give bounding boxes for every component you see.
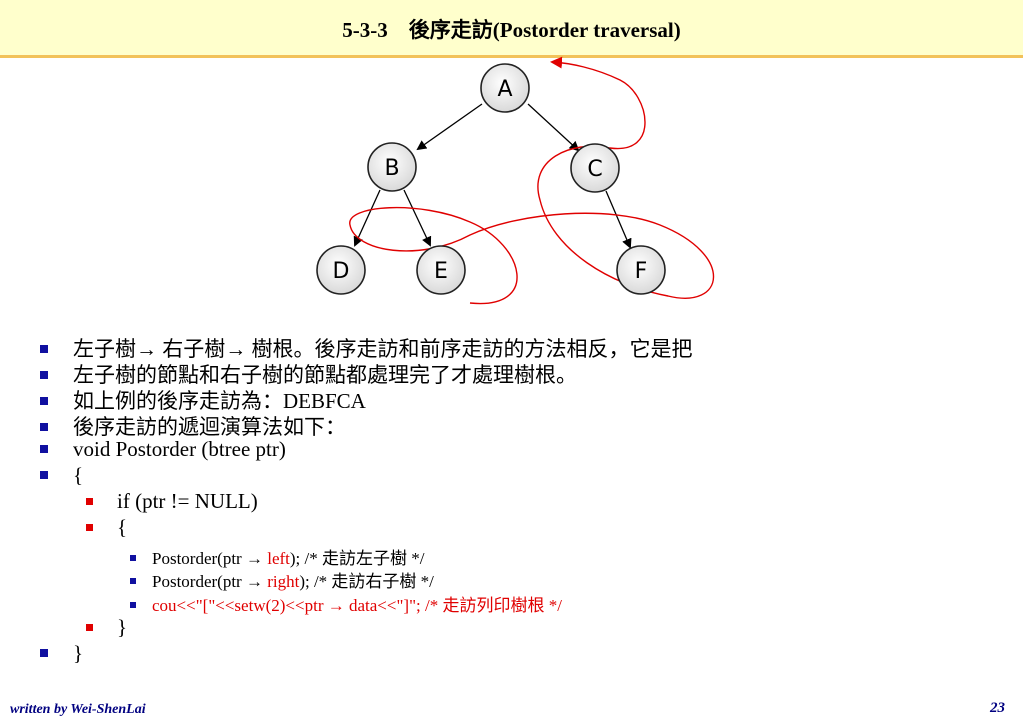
bullet-code-close-brace: } bbox=[40, 641, 83, 666]
node-label-c: C bbox=[587, 157, 602, 182]
bullet-code-if: if (ptr != NULL) bbox=[86, 489, 258, 514]
bullet-algorithm-intro: 後序走訪的遞迴演算法如下： bbox=[40, 411, 346, 441]
bullet-square-icon bbox=[40, 397, 48, 406]
bullet-square-icon bbox=[40, 471, 48, 480]
bullet-square-icon bbox=[130, 555, 136, 562]
edge-c-f bbox=[605, 190, 632, 249]
bullet-code-right: Postorder(ptr → right); /* 走訪右子樹 */ bbox=[130, 567, 434, 592]
tree-node-d: D bbox=[316, 245, 366, 295]
bullet-square-icon bbox=[40, 649, 48, 658]
bullet-square-icon bbox=[40, 445, 48, 454]
title-bar: 5-3-3 後序走訪(Postorder traversal) bbox=[0, 0, 1023, 58]
bullet-postorder-example: 如上例的後序走訪為：DEBFCA bbox=[40, 385, 366, 415]
bullet-square-icon bbox=[40, 371, 48, 380]
bullet-square-icon bbox=[86, 497, 93, 505]
bullet-square-icon bbox=[40, 345, 48, 354]
edge-a-b bbox=[416, 103, 483, 151]
bullet-postorder-desc: 左子樹的節點和右子樹的節點都處理完了才處理樹根。 bbox=[40, 359, 577, 389]
tree-node-f: F bbox=[616, 245, 666, 295]
node-label-d: D bbox=[333, 259, 350, 284]
bullet-square-icon bbox=[86, 523, 93, 531]
bullet-postorder-order: 左子樹→ 右子樹→ 樹根。後序走訪和前序走訪的方法相反，它是把 bbox=[40, 333, 693, 363]
bullet-code-inner-open: { bbox=[86, 515, 127, 540]
node-label-e: E bbox=[434, 259, 448, 284]
slide-title: 5-3-3 後序走訪(Postorder traversal) bbox=[342, 18, 681, 42]
bullet-code-left: Postorder(ptr → left); /* 走訪左子樹 */ bbox=[130, 544, 424, 569]
bullet-code-open-brace: { bbox=[40, 463, 83, 488]
tree-node-b: B bbox=[367, 142, 417, 192]
tree-node-e: E bbox=[416, 245, 466, 295]
bullet-code-inner-close: } bbox=[86, 615, 127, 640]
node-label-b: B bbox=[384, 156, 399, 181]
bullet-code-print: cou<<"["<<setw(2)<<ptr → data<<"]"; /* 走… bbox=[130, 591, 562, 616]
tree-node-c: C bbox=[570, 143, 620, 193]
footer-author: written by Wei-ShenLai bbox=[10, 702, 146, 717]
edge-a-c bbox=[527, 103, 580, 152]
node-label-a: A bbox=[497, 77, 512, 102]
edge-b-e bbox=[403, 189, 432, 247]
bullet-square-icon bbox=[130, 602, 136, 609]
tree-node-a: A bbox=[480, 63, 530, 113]
edge-b-d bbox=[353, 189, 381, 247]
bullet-square-icon bbox=[40, 423, 48, 432]
bullet-square-icon bbox=[86, 623, 93, 631]
traversal-path bbox=[349, 56, 715, 305]
bullet-square-icon bbox=[130, 578, 136, 585]
page-number: 23 bbox=[990, 700, 1005, 716]
node-label-f: F bbox=[635, 259, 648, 284]
bullet-code-signature: void Postorder (btree ptr) bbox=[40, 437, 286, 462]
